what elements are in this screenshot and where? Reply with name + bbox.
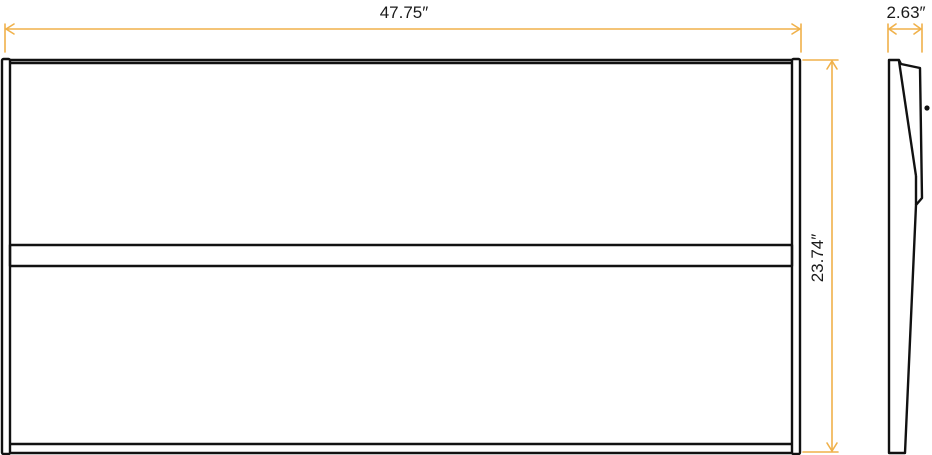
depth-arrow-right [913, 23, 922, 35]
width-dimension [4, 23, 802, 53]
side-view [887, 58, 930, 455]
width-label: 47.75″ [380, 3, 429, 22]
depth-arrow-left [888, 23, 897, 35]
height-label: 23.74″ [808, 234, 827, 283]
depth-dimension [887, 23, 923, 53]
side-panel-edge [897, 60, 918, 177]
height-dimension [802, 59, 839, 453]
height-arrow-top [826, 60, 838, 70]
width-arrow-right [791, 23, 801, 35]
front-view [0, 57, 802, 455]
depth-label: 2.63″ [886, 3, 925, 22]
height-arrow-bottom [826, 442, 838, 452]
side-profile-outline [887, 58, 924, 455]
front-center-bar [8, 243, 794, 268]
width-arrow-left [5, 23, 15, 35]
side-mounting-knob [924, 105, 930, 111]
